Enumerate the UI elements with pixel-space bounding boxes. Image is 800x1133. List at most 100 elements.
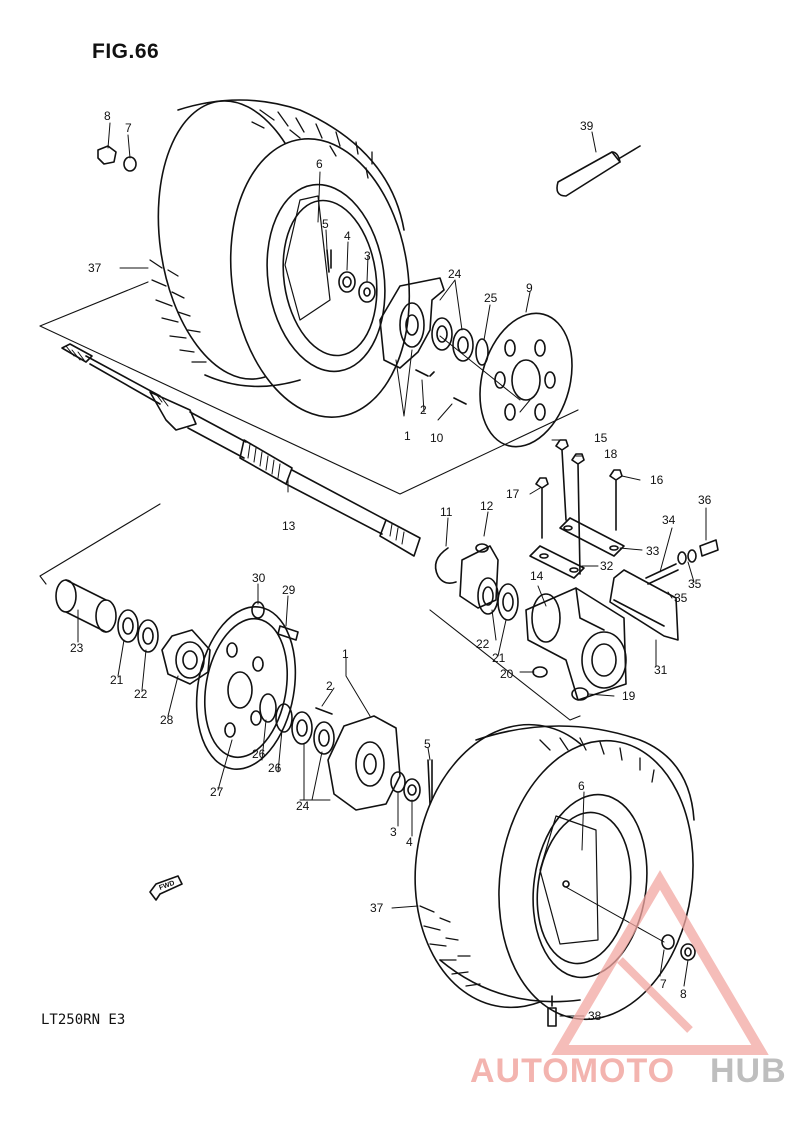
sprocket-hub: [161, 629, 211, 685]
washer-top-7: [123, 156, 137, 172]
watermark-text-automoto: AUTOMOTO: [470, 1052, 675, 1090]
nut-20: [532, 666, 548, 678]
callout-11: 11: [440, 505, 453, 519]
callout-38: 38: [588, 1009, 602, 1023]
callout-1-top: 1: [404, 429, 411, 443]
callout-18: 18: [604, 447, 618, 461]
cotter-pin-bottom: [427, 759, 433, 805]
bearing-lower: [137, 619, 159, 653]
sprocket-bolt: [277, 625, 299, 641]
callout-27: 27: [210, 785, 224, 799]
hub-bolts-top: [415, 369, 467, 405]
brake-caliper-holder: [459, 543, 499, 609]
callout-37-top: 37: [88, 261, 102, 275]
callout-20: 20: [500, 667, 514, 681]
callout-21-mid: 21: [492, 651, 506, 665]
rear-axle: [61, 343, 421, 557]
callout-8-top: 8: [104, 109, 111, 123]
bearing-mid: [477, 577, 499, 615]
callout-4-bottom: 4: [406, 835, 413, 849]
nut-19: [571, 687, 589, 701]
axle-housing: [525, 587, 627, 701]
callout-30: 30: [252, 571, 266, 585]
rear-sprocket: [195, 606, 297, 770]
adjuster-bolt: [645, 563, 679, 585]
callout-10: 10: [430, 431, 444, 445]
callout-5-top: 5: [322, 217, 329, 231]
callout-19: 19: [622, 689, 636, 703]
callout-35a: 35: [688, 577, 702, 591]
wheel-hub-top: [379, 277, 489, 369]
callout-1-bottom: 1: [342, 647, 349, 661]
oil-seal-lower: [117, 609, 139, 643]
callout-22-mid: 22: [476, 637, 490, 651]
callout-29: 29: [282, 583, 296, 597]
callout-6-bottom: 6: [578, 779, 585, 793]
callout-35b: 35: [674, 591, 688, 605]
callout-37-bottom: 37: [370, 901, 384, 915]
rear-tire-left: [149, 99, 411, 418]
castle-nut-top: [338, 271, 356, 293]
callout-39: 39: [580, 119, 594, 133]
callout-28: 28: [160, 713, 174, 727]
spacer-tube: [55, 579, 117, 633]
washer-lower-7: [661, 934, 675, 950]
callout-12: 12: [480, 499, 494, 513]
washer-bottom: [390, 771, 406, 793]
mounting-bracket: [609, 569, 679, 641]
callout-25: 25: [484, 291, 498, 305]
spacer-rings: [259, 693, 293, 733]
callout-4-top: 4: [344, 229, 351, 243]
callout-8-bottom: 8: [680, 987, 687, 1001]
callout-2-bottom: 2: [326, 679, 333, 693]
adjuster-nuts: [677, 539, 719, 565]
callout-9: 9: [526, 281, 533, 295]
nut-lower-8: [680, 943, 696, 961]
snap-ring: [434, 547, 457, 584]
callout-labels: 8 7 37 6 5 4 3 24 25 9 39 2 1 10 15 18 1…: [70, 109, 712, 1023]
nut-top-8: [97, 145, 117, 165]
valve-stem: [547, 995, 557, 1027]
assembly-box-bottom: [39, 503, 581, 721]
grease-tool: [556, 145, 641, 197]
callout-21-low: 21: [110, 673, 124, 687]
callout-16: 16: [650, 473, 664, 487]
castle-nut-bottom: [403, 778, 421, 802]
model-label: LT250RN E3: [41, 1012, 126, 1028]
callout-17: 17: [506, 487, 520, 501]
rear-tire-right: [414, 723, 695, 1021]
clamp-plates: [529, 517, 625, 579]
figure-title: FIG.66: [92, 40, 160, 63]
callout-23: 23: [70, 641, 84, 655]
fwd-arrow-icon: [149, 875, 183, 901]
callout-34: 34: [662, 513, 676, 527]
assembly-box-top: [39, 281, 579, 495]
cotter-pin-top: [326, 249, 332, 273]
callout-24-top: 24: [448, 267, 462, 281]
watermark-logo: [551, 870, 769, 1055]
callout-26a: 26: [252, 747, 266, 761]
callout-15: 15: [594, 431, 608, 445]
callout-22-low: 22: [134, 687, 148, 701]
callout-2-top: 2: [420, 403, 427, 417]
callout-3-top: 3: [364, 249, 371, 263]
callout-31: 31: [654, 663, 668, 677]
watermark-text-hub: HUB: [710, 1052, 787, 1090]
callout-33: 33: [646, 544, 660, 558]
brake-disc: [479, 312, 573, 448]
bearings-lower: [291, 711, 335, 755]
callout-3-bottom: 3: [390, 825, 397, 839]
bolts-group: [535, 439, 623, 575]
callout-14: 14: [530, 569, 544, 583]
wheel-hub-bottom: [315, 707, 401, 811]
callout-13: 13: [282, 519, 296, 533]
callout-36: 36: [698, 493, 712, 507]
callout-7-top: 7: [125, 121, 132, 135]
callout-24-bottom: 24: [296, 799, 310, 813]
callout-7-bottom: 7: [660, 977, 667, 991]
callout-5-bottom: 5: [424, 737, 431, 751]
callout-32: 32: [600, 559, 614, 573]
callout-26b: 26: [268, 761, 282, 775]
